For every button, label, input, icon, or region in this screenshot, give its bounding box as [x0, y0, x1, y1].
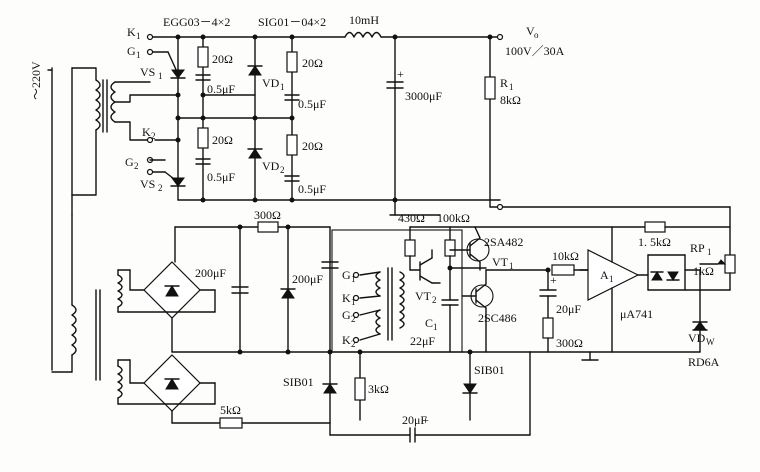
svg-text:200μF: 200μF [292, 272, 323, 286]
svg-text:1: 1 [158, 71, 163, 81]
svg-text:1: 1 [280, 82, 285, 92]
left-winding [47, 67, 101, 381]
svg-text:2: 2 [351, 339, 356, 349]
svg-text:300Ω: 300Ω [556, 336, 583, 350]
inductor-10mh [344, 30, 382, 42]
svg-text:K: K [342, 291, 351, 305]
label-vs2: VS [140, 177, 155, 191]
svg-text:20Ω: 20Ω [212, 133, 233, 147]
svg-text:1: 1 [136, 31, 141, 41]
label-vo-rating: 100V／30A [505, 44, 565, 58]
svg-text:1kΩ: 1kΩ [693, 264, 714, 278]
svg-text:VD: VD [262, 76, 280, 90]
capacitor-3000uf: + [386, 34, 404, 203]
svg-text:1: 1 [351, 297, 356, 307]
label-sig: SIG01－04×2 [258, 15, 326, 29]
label-egg: EGG03－4×2 [163, 15, 230, 29]
svg-text:1: 1 [136, 50, 141, 60]
svg-text:2: 2 [134, 161, 139, 171]
svg-text:20Ω: 20Ω [302, 139, 323, 153]
svg-text:VT: VT [492, 255, 509, 269]
label-k2: K [142, 125, 151, 139]
svg-text:+: + [550, 273, 557, 287]
label-g1: G [127, 44, 136, 58]
svg-text:22μF: 22μF [410, 334, 435, 348]
svg-text:430Ω: 430Ω [398, 211, 425, 225]
svg-text:1: 1 [433, 322, 438, 332]
svg-text:W: W [706, 337, 715, 347]
svg-text:+: + [397, 67, 404, 81]
svg-text:μA741: μA741 [620, 307, 653, 321]
svg-text:VD: VD [262, 159, 280, 173]
labels: K 1 G 1 VS 1 K 2 G 2 VS 2 EGG03－4×2 SIG0… [29, 13, 720, 427]
label-vo: V [526, 24, 535, 38]
thyristor-bridge [146, 33, 501, 203]
svg-text:C: C [425, 316, 433, 330]
svg-text:20Ω: 20Ω [302, 56, 323, 70]
svg-text:2: 2 [158, 183, 163, 193]
svg-text:VT: VT [415, 289, 432, 303]
svg-text:1. 5kΩ: 1. 5kΩ [638, 235, 671, 249]
svg-text:2SA482: 2SA482 [484, 235, 523, 249]
svg-text:1: 1 [509, 82, 514, 92]
svg-text:SIB01: SIB01 [474, 363, 505, 377]
svg-text:20μF: 20μF [402, 413, 427, 427]
svg-text:2: 2 [351, 314, 356, 324]
svg-text:100kΩ: 100kΩ [437, 211, 470, 225]
svg-text:1: 1 [609, 274, 614, 284]
svg-text:300Ω: 300Ω [254, 208, 281, 222]
svg-text:+: + [422, 413, 429, 427]
svg-text:SIB01: SIB01 [283, 375, 314, 389]
svg-text:K: K [342, 333, 351, 347]
svg-text:2: 2 [280, 165, 285, 175]
svg-text:0.5μF: 0.5μF [298, 97, 326, 111]
svg-text:RD6A: RD6A [688, 355, 720, 369]
main-transformer [71, 67, 179, 196]
label-cap3000: 3000μF [405, 89, 442, 103]
svg-text:2SC486: 2SC486 [478, 311, 517, 325]
svg-text:1: 1 [707, 247, 712, 257]
svg-text:1: 1 [351, 274, 356, 284]
svg-text:2: 2 [432, 295, 437, 305]
svg-text:2: 2 [151, 131, 156, 141]
svg-text:0.5μF: 0.5μF [298, 182, 326, 196]
svg-text:G: G [342, 308, 351, 322]
svg-text:20Ω: 20Ω [212, 52, 233, 66]
svg-text:0.5μF: 0.5μF [207, 170, 235, 184]
svg-text:3kΩ: 3kΩ [368, 382, 389, 396]
svg-text:5kΩ: 5kΩ [220, 403, 241, 417]
label-r1: R [500, 76, 508, 90]
label-inductor: 10mH [349, 13, 379, 27]
svg-text:200μF: 200μF [195, 266, 226, 280]
svg-text:A: A [600, 268, 609, 282]
label-r1-val: 8kΩ [500, 93, 521, 107]
label-vs1: VS [140, 65, 155, 79]
svg-text:o: o [534, 30, 539, 40]
svg-text:1: 1 [509, 261, 514, 271]
label-k1: K [127, 25, 136, 39]
svg-text:10kΩ: 10kΩ [552, 249, 579, 263]
control-section [117, 199, 736, 443]
label-g2: G [125, 155, 134, 169]
svg-text:G: G [342, 268, 351, 282]
resistor-r1 [484, 33, 731, 211]
svg-text:20μF: 20μF [556, 302, 581, 316]
svg-text:VD: VD [688, 331, 706, 345]
label-ac: ～220V [29, 61, 43, 100]
svg-text:RP: RP [690, 241, 705, 255]
svg-text:0.5μF: 0.5μF [207, 82, 235, 96]
